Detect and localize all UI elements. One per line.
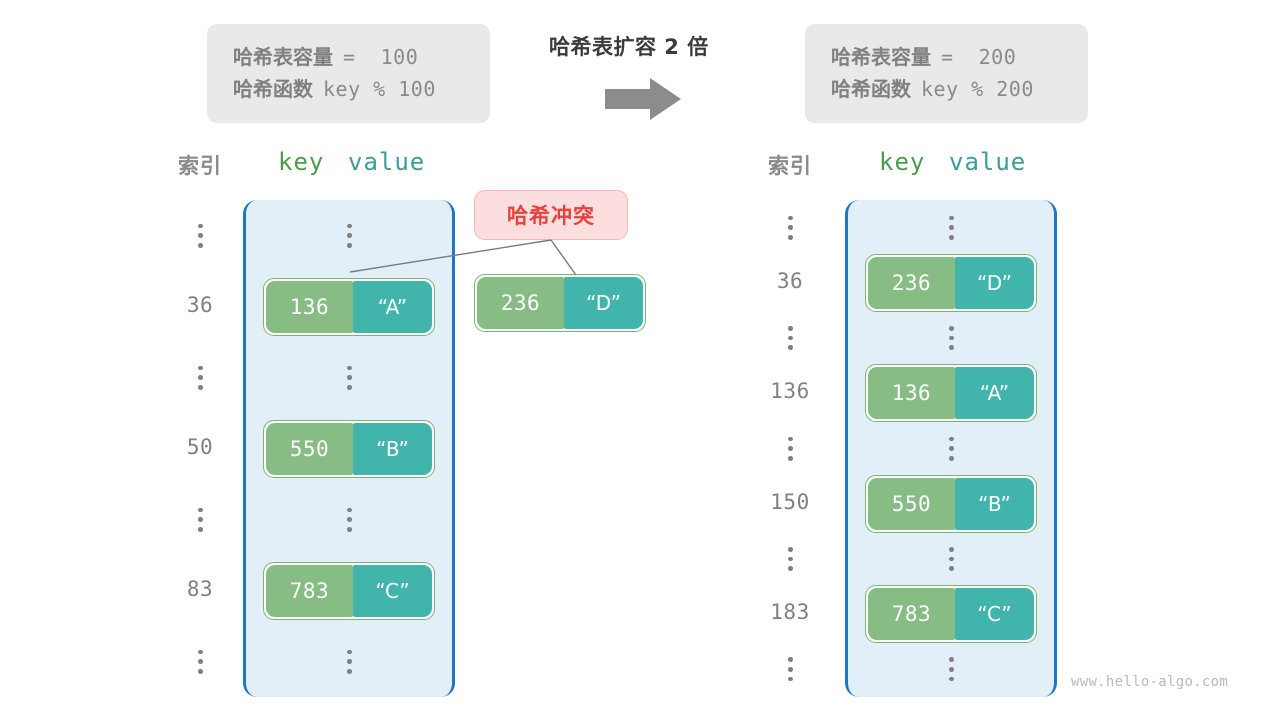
collision-value-cell: “D” [563,277,643,329]
bucket-entry-pair: 136“A” [263,277,435,336]
index-ellipsis [160,649,240,674]
function-label-after: 哈希函数 [831,77,911,102]
key-column-header-before: key [278,148,325,176]
index-ellipsis [160,365,240,390]
value-column-header-after: value [949,148,1027,176]
entry-value-cell: “C” [352,564,432,617]
index-ellipsis [750,657,830,682]
function-line-after: 哈希函数 key % 200 [831,73,1062,105]
index-column-header-after: 索引 [768,154,812,178]
bucket-ellipsis [865,436,1037,461]
entry-value-cell: “B” [352,422,432,475]
bucket-ellipsis [263,365,435,390]
entry-key-cell: 783 [266,564,353,617]
bucket-index-label: 183 [770,600,810,625]
entry-key-cell: 550 [868,477,955,530]
key-column-header-after: key [879,148,926,176]
function-label-before: 哈希函数 [233,77,313,102]
hash-collision-badge: 哈希冲突 [474,190,628,240]
entry-key-cell: 136 [868,367,955,420]
capacity-value-after: = 200 [941,45,1017,69]
capacity-label-after: 哈希表容量 [831,45,931,69]
entry-value-cell: “A” [352,280,432,333]
index-ellipsis [160,223,240,248]
entry-key-cell: 236 [868,256,955,309]
index-column-header-before: 索引 [178,154,222,178]
function-value-after: key % 200 [921,77,1034,102]
function-line-before: 哈希函数 key % 100 [233,73,464,105]
function-value-before: key % 100 [323,77,436,102]
bucket-entry-pair: 550“B” [865,474,1037,533]
bucket-ellipsis [263,507,435,532]
bucket-index-label: 150 [770,489,810,514]
collision-key-cell: 236 [477,277,564,329]
bucket-entry-pair: 550“B” [263,419,435,478]
bucket-ellipsis [263,649,435,674]
value-column-header-before: value [348,148,426,176]
bucket-entry-pair: 783“C” [865,585,1037,644]
capacity-line-after: 哈希表容量 = 200 [831,41,1062,73]
bucket-entry-pair: 236“D” [865,253,1037,312]
transition-title: 哈希表扩容 2 倍 [549,35,709,59]
entry-key-cell: 136 [266,280,353,333]
bucket-index-label: 50 [186,434,214,459]
index-ellipsis [160,507,240,532]
bucket-index-label: 136 [770,379,810,404]
entry-key-cell: 550 [266,422,353,475]
entry-key-cell: 783 [868,588,955,641]
entry-value-cell: “C” [954,588,1034,641]
bucket-index-label: 36 [186,292,214,317]
bucket-ellipsis [263,223,435,248]
bucket-ellipsis [865,326,1037,351]
bucket-entry-pair: 136“A” [865,364,1037,423]
bucket-index-label: 36 [776,268,804,293]
hash-table-info-after: 哈希表容量 = 200 哈希函数 key % 200 [805,24,1088,123]
bucket-index-label: 83 [186,576,214,601]
bucket-ellipsis [865,546,1037,571]
entry-value-cell: “A” [954,367,1034,420]
capacity-value-before: = 100 [343,45,419,69]
watermark: www.hello-algo.com [1071,674,1229,690]
entry-value-cell: “B” [954,477,1034,530]
capacity-line-before: 哈希表容量 = 100 [233,41,464,73]
right-arrow-icon [603,76,683,126]
entry-value-cell: “D” [954,256,1034,309]
collision-entry-pair: 236 “D” [474,274,646,332]
index-ellipsis [750,436,830,461]
bucket-ellipsis [865,215,1037,240]
index-ellipsis [750,546,830,571]
bucket-ellipsis [865,657,1037,682]
bucket-entry-pair: 783“C” [263,561,435,620]
capacity-label-before: 哈希表容量 [233,45,333,69]
hash-table-info-before: 哈希表容量 = 100 哈希函数 key % 100 [207,24,490,123]
index-ellipsis [750,215,830,240]
index-ellipsis [750,326,830,351]
